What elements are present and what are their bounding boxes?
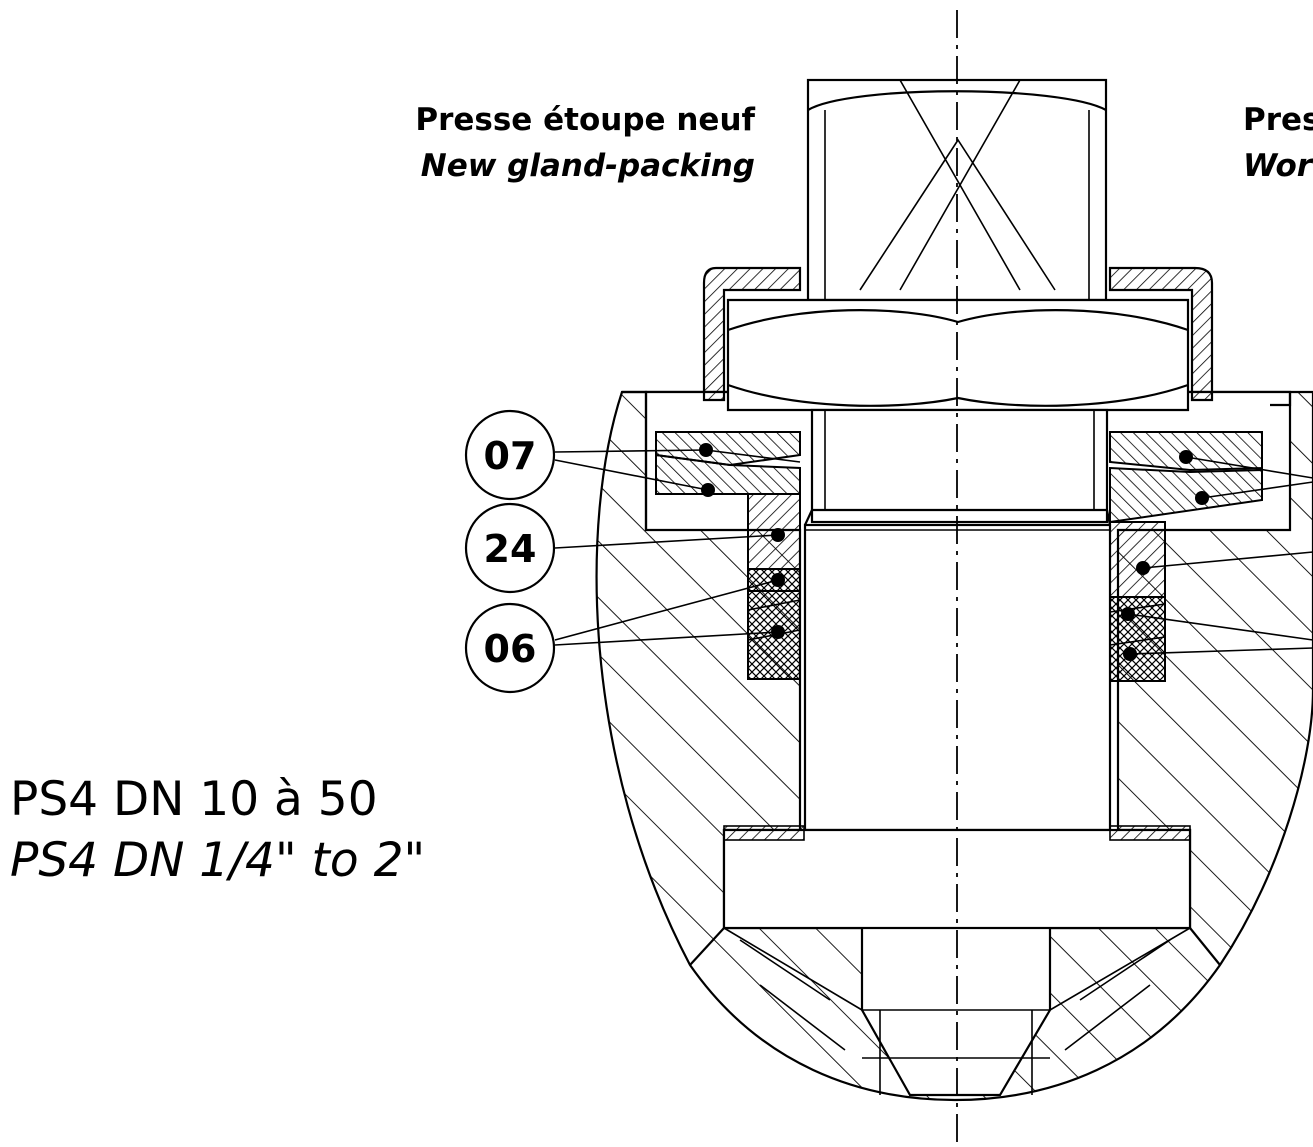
gland-cap <box>702 266 1214 402</box>
right-title-en: Wor <box>1243 148 1313 184</box>
leader-lines <box>554 443 1313 661</box>
model-en: PS4 DN 1/4" to 2" <box>10 833 425 888</box>
left-title-fr: Presse étoupe neuf <box>415 102 755 138</box>
right-title-fr: Pres <box>1243 102 1313 138</box>
callout-07-label: 07 <box>484 434 537 478</box>
callout-24: 24 <box>464 502 556 594</box>
callout-06-label: 06 <box>484 627 537 671</box>
left-title-en: New gland-packing <box>421 148 755 184</box>
model-fr: PS4 DN 10 à 50 <box>10 772 378 827</box>
callout-06: 06 <box>464 602 556 694</box>
callout-07: 07 <box>464 409 556 501</box>
callout-24-label: 24 <box>484 527 537 571</box>
